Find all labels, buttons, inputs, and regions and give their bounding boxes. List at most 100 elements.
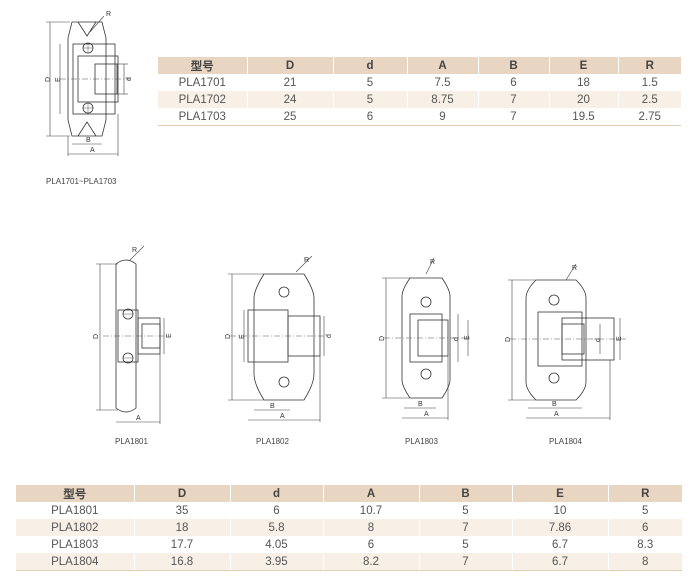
table-row: PLA1702 24 5 8.75 7 20 2.5 [158,91,681,108]
table-cell: 1.5 [618,74,681,91]
dim-label-r: R [106,11,111,18]
table-cell: 6.7 [512,553,609,571]
table-cell: 5 [333,74,408,91]
table-cell: 8.75 [407,91,479,108]
col-header: 型号 [158,57,248,74]
table-cell: 5.8 [230,519,324,536]
col-header: R [608,485,682,502]
table-cell: 19.5 [549,108,619,126]
table-cell: 5 [419,536,513,553]
dim-label-r: R [572,265,577,272]
dim-label-d-inner: d [453,337,460,341]
table-cell: 7.5 [407,74,479,91]
table-cell: 10 [512,502,609,519]
table-cell: PLA1802 [16,519,135,536]
table-cell: 7 [419,519,513,536]
caption-pla1802: PLA1802 [256,437,289,446]
table-row: PLA1703 25 6 9 7 19.5 2.75 [158,108,681,126]
table-cell: 8 [608,553,682,571]
dim-label-r: R [304,257,309,264]
caption-pla1701-1703: PLA1701~PLA1703 [46,177,117,186]
drawing-pla1802: R D E d B A [220,254,333,424]
col-header: A [323,485,420,502]
table-cell: 5 [608,502,682,519]
table-cell: 7 [419,553,513,571]
col-header: D [134,485,231,502]
dim-label-a: A [554,411,559,418]
table-cell: 24 [247,91,334,108]
table-cell: 17.7 [134,536,231,553]
table-row: PLA1701 21 5 7.5 6 18 1.5 [158,74,681,91]
table-cell: 21 [247,74,334,91]
dim-label-a: A [424,411,429,418]
table-cell: 5 [333,91,408,108]
dim-label-e: E [166,333,173,338]
table-cell: PLA1803 [16,536,135,553]
table-row: PLA1804 16.8 3.95 8.2 7 6.7 8 [16,553,682,571]
drawing-pla1803: R D d E B A [374,256,474,426]
spec-table-pla1701-1703: 型号 D d A B E R PLA1701 21 5 7.5 6 18 1.5… [158,57,681,126]
table-header-row: 型号 D d A B E R [16,485,682,502]
table-cell: 5 [419,502,513,519]
dim-label-b: B [418,401,423,408]
table-cell: 18 [134,519,231,536]
dim-label-e: E [464,335,471,340]
table-cell: 25 [247,108,334,126]
table-cell: 2.5 [618,91,681,108]
dim-label-e: E [55,77,62,82]
table-cell: 18 [549,74,619,91]
col-header: R [618,57,681,74]
dim-label-d-outer: D [225,334,232,339]
table-cell: PLA1703 [158,108,248,126]
dim-label-a: A [90,147,95,154]
col-header: E [512,485,609,502]
col-header: d [333,57,408,74]
dim-label-a: A [280,413,285,420]
dim-label-e: E [239,334,246,339]
table-cell: PLA1804 [16,553,135,571]
table-cell: 10.7 [323,502,420,519]
table-cell: PLA1701 [158,74,248,91]
drawing-pla1804: R D d E B A [500,262,630,432]
caption-pla1803: PLA1803 [405,437,438,446]
dim-label-d-inner: d [126,77,133,81]
dim-label-b: B [86,137,91,144]
dim-label-e: E [616,336,623,341]
table-cell: 20 [549,91,619,108]
dim-label-d-outer: D [379,336,386,341]
table-cell: 9 [407,108,479,126]
table-cell: 7.86 [512,519,609,536]
col-header: D [247,57,334,74]
table-row: PLA1802 18 5.8 8 7 7.86 6 [16,519,682,536]
table-cell: PLA1801 [16,502,135,519]
table-cell: 3.95 [230,553,324,571]
table-cell: 2.75 [618,108,681,126]
table-cell: 8.2 [323,553,420,571]
table-header-row: 型号 D d A B E R [158,57,681,74]
table-cell: 6 [333,108,408,126]
table-cell: 6 [230,502,324,519]
caption-pla1804: PLA1804 [549,437,582,446]
table-cell: 6 [323,536,420,553]
col-header: B [419,485,513,502]
dim-label-r: R [430,259,435,266]
dim-label-d-inner: d [326,334,333,338]
drawing-pla1801: R D E A [88,244,178,430]
table-cell: 4.05 [230,536,324,553]
dim-label-d-inner: d [595,338,602,342]
table-cell: 7 [478,108,550,126]
dim-label-d-outer: D [45,77,52,82]
col-header: B [478,57,550,74]
drawing-pla1701-1703: R D E d B A [40,8,140,158]
table-cell: 35 [134,502,231,519]
spec-table-pla1801-1804: 型号 D d A B E R PLA1801 35 6 10.7 5 10 5 … [16,485,682,571]
dim-label-a: A [136,415,141,422]
col-header: d [230,485,324,502]
dim-label-r: R [132,247,137,254]
dim-label-b: B [552,401,557,408]
table-cell: 8 [323,519,420,536]
dim-label-d-outer: D [505,337,512,342]
table-cell: 8.3 [608,536,682,553]
table-cell: 6.7 [512,536,609,553]
col-header: E [549,57,619,74]
